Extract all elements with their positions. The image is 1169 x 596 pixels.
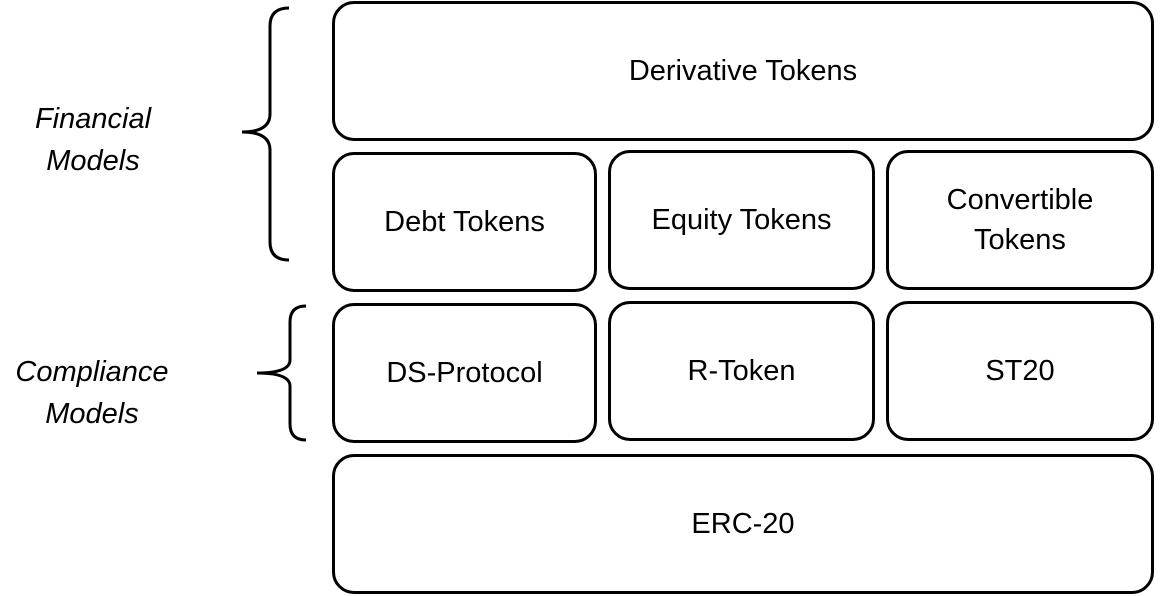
erc-20-box: ERC-20 — [332, 454, 1154, 594]
derivative-tokens-box: Derivative Tokens — [332, 1, 1154, 141]
ds-protocol-box: DS-Protocol — [332, 303, 597, 443]
debt-tokens-box: Debt Tokens — [332, 152, 597, 292]
convertible-tokens-box: Convertible Tokens — [886, 150, 1154, 290]
compliance-models-label: Compliance Models — [15, 356, 169, 431]
r-token-box: R-Token — [608, 301, 875, 441]
financial-models-brace — [241, 6, 290, 262]
compliance-models-brace — [256, 304, 307, 442]
st20-box: ST20 — [886, 301, 1154, 441]
financial-models-label: Financial Models — [34, 103, 152, 178]
equity-tokens-box: Equity Tokens — [608, 150, 875, 290]
